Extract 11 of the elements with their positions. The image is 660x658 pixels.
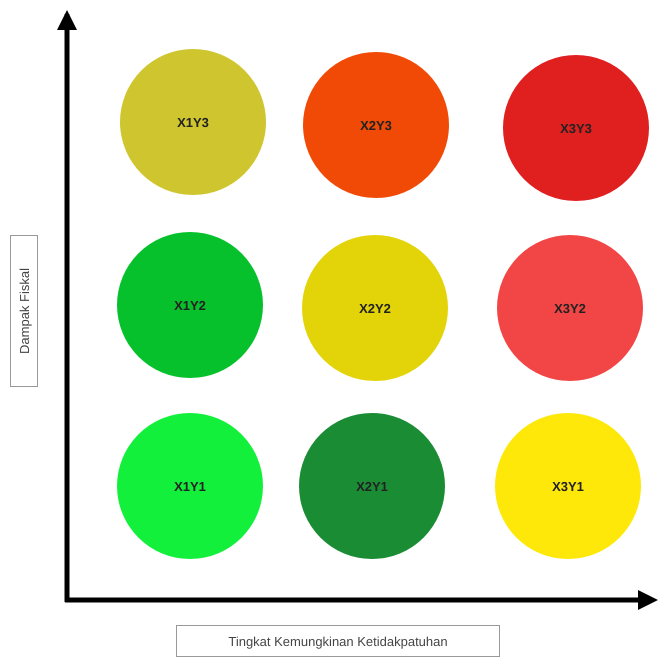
x-axis-title: Tingkat Kemungkinan Ketidakpatuhan bbox=[176, 625, 500, 657]
circle-label: X1Y2 bbox=[174, 298, 206, 312]
circle-label: X1Y3 bbox=[177, 114, 209, 130]
circle-label: X3Y3 bbox=[560, 120, 592, 136]
circle-label: X3Y2 bbox=[554, 300, 586, 316]
circle-label: X3Y1 bbox=[552, 478, 584, 494]
circle-label: X2Y1 bbox=[356, 478, 388, 494]
circle-label: X1Y1 bbox=[174, 478, 206, 494]
circle-label: X2Y3 bbox=[360, 118, 392, 132]
y-axis-title: Dampak Fiskal bbox=[10, 235, 38, 387]
circle-label: X2Y2 bbox=[359, 300, 391, 316]
